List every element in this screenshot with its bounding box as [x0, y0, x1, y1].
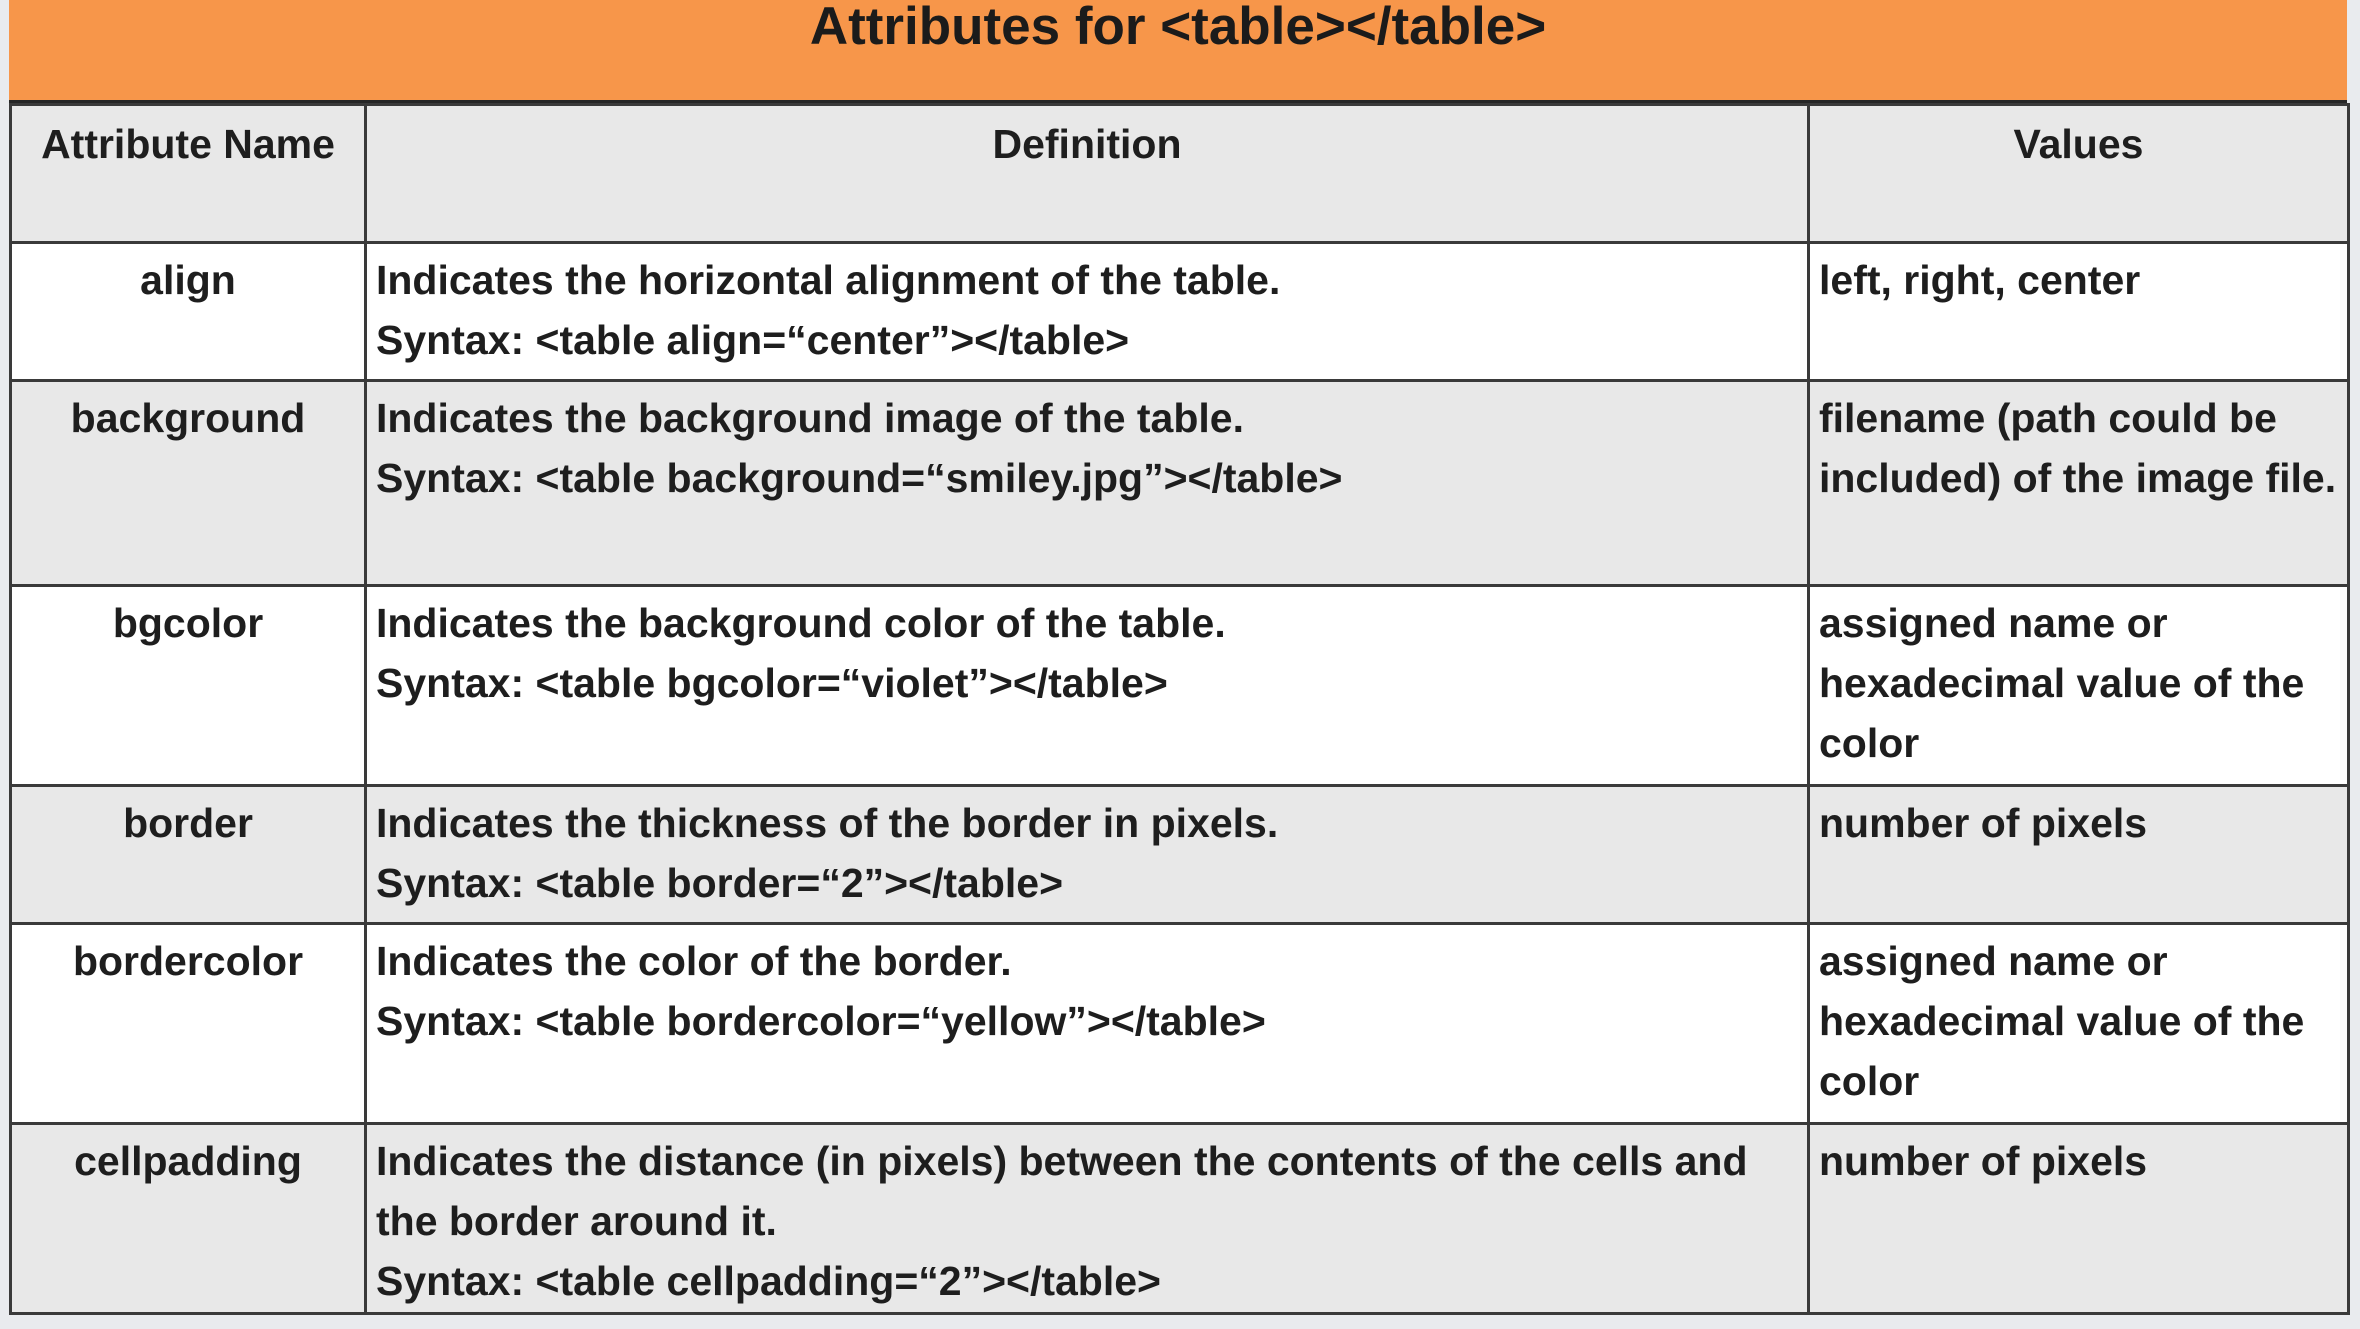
attribute-name: align [9, 241, 367, 382]
definition-cell: Indicates the color of the border. Synta… [364, 922, 1810, 1125]
definition-cell: Indicates the background color of the ta… [364, 584, 1810, 787]
attribute-name: background [9, 379, 367, 587]
table-row: background Indicates the background imag… [9, 379, 2350, 587]
definition-text: Indicates the background color of the ta… [376, 600, 1226, 646]
definition-cell: Indicates the horizontal alignment of th… [364, 241, 1810, 382]
definition-cell: Indicates the distance (in pixels) betwe… [364, 1122, 1810, 1315]
table-row: bordercolor Indicates the color of the b… [9, 922, 2350, 1125]
attribute-name: border [9, 784, 367, 925]
definition-text: Indicates the color of the border. [376, 938, 1012, 984]
definition-text: Indicates the distance (in pixels) betwe… [376, 1138, 1748, 1244]
attribute-name: bgcolor [9, 584, 367, 787]
attributes-table: Attribute Name Definition Values align I… [9, 103, 2350, 1315]
values-cell: left, right, center [1807, 241, 2350, 382]
values-cell: number of pixels [1807, 784, 2350, 925]
header-values: Values [1807, 103, 2350, 244]
syntax-text: Syntax: <table bgcolor=“violet”></table> [376, 660, 1168, 706]
values-cell: filename (path could be included) of the… [1807, 379, 2350, 587]
syntax-text: Syntax: <table bordercolor=“yellow”></ta… [376, 998, 1266, 1044]
syntax-text: Syntax: <table border=“2”></table> [376, 860, 1064, 906]
syntax-text: Syntax: <table background=“smiley.jpg”><… [376, 455, 1343, 501]
syntax-text: Syntax: <table align=“center”></table> [376, 317, 1130, 363]
table-row: align Indicates the horizontal alignment… [9, 241, 2350, 382]
definition-text: Indicates the horizontal alignment of th… [376, 257, 1281, 303]
definition-cell: Indicates the thickness of the border in… [364, 784, 1810, 925]
table-row: bgcolor Indicates the background color o… [9, 584, 2350, 787]
definition-text: Indicates the background image of the ta… [376, 395, 1244, 441]
definition-text: Indicates the thickness of the border in… [376, 800, 1279, 846]
header-row: Attribute Name Definition Values [9, 103, 2350, 244]
table-title: Attributes for <table></table> [9, 0, 2347, 103]
attribute-name: bordercolor [9, 922, 367, 1125]
table-row: cellpadding Indicates the distance (in p… [9, 1122, 2350, 1315]
values-cell: assigned name or hexadecimal value of th… [1807, 922, 2350, 1125]
header-definition: Definition [364, 103, 1810, 244]
document-page: Attributes for <table></table> Attribute… [9, 0, 2350, 1315]
attribute-name: cellpadding [9, 1122, 367, 1315]
syntax-text: Syntax: <table cellpadding=“2”></table> [376, 1258, 1161, 1304]
values-cell: assigned name or hexadecimal value of th… [1807, 584, 2350, 787]
table-row: border Indicates the thickness of the bo… [9, 784, 2350, 925]
header-attribute-name: Attribute Name [9, 103, 367, 244]
definition-cell: Indicates the background image of the ta… [364, 379, 1810, 587]
values-cell: number of pixels [1807, 1122, 2350, 1315]
